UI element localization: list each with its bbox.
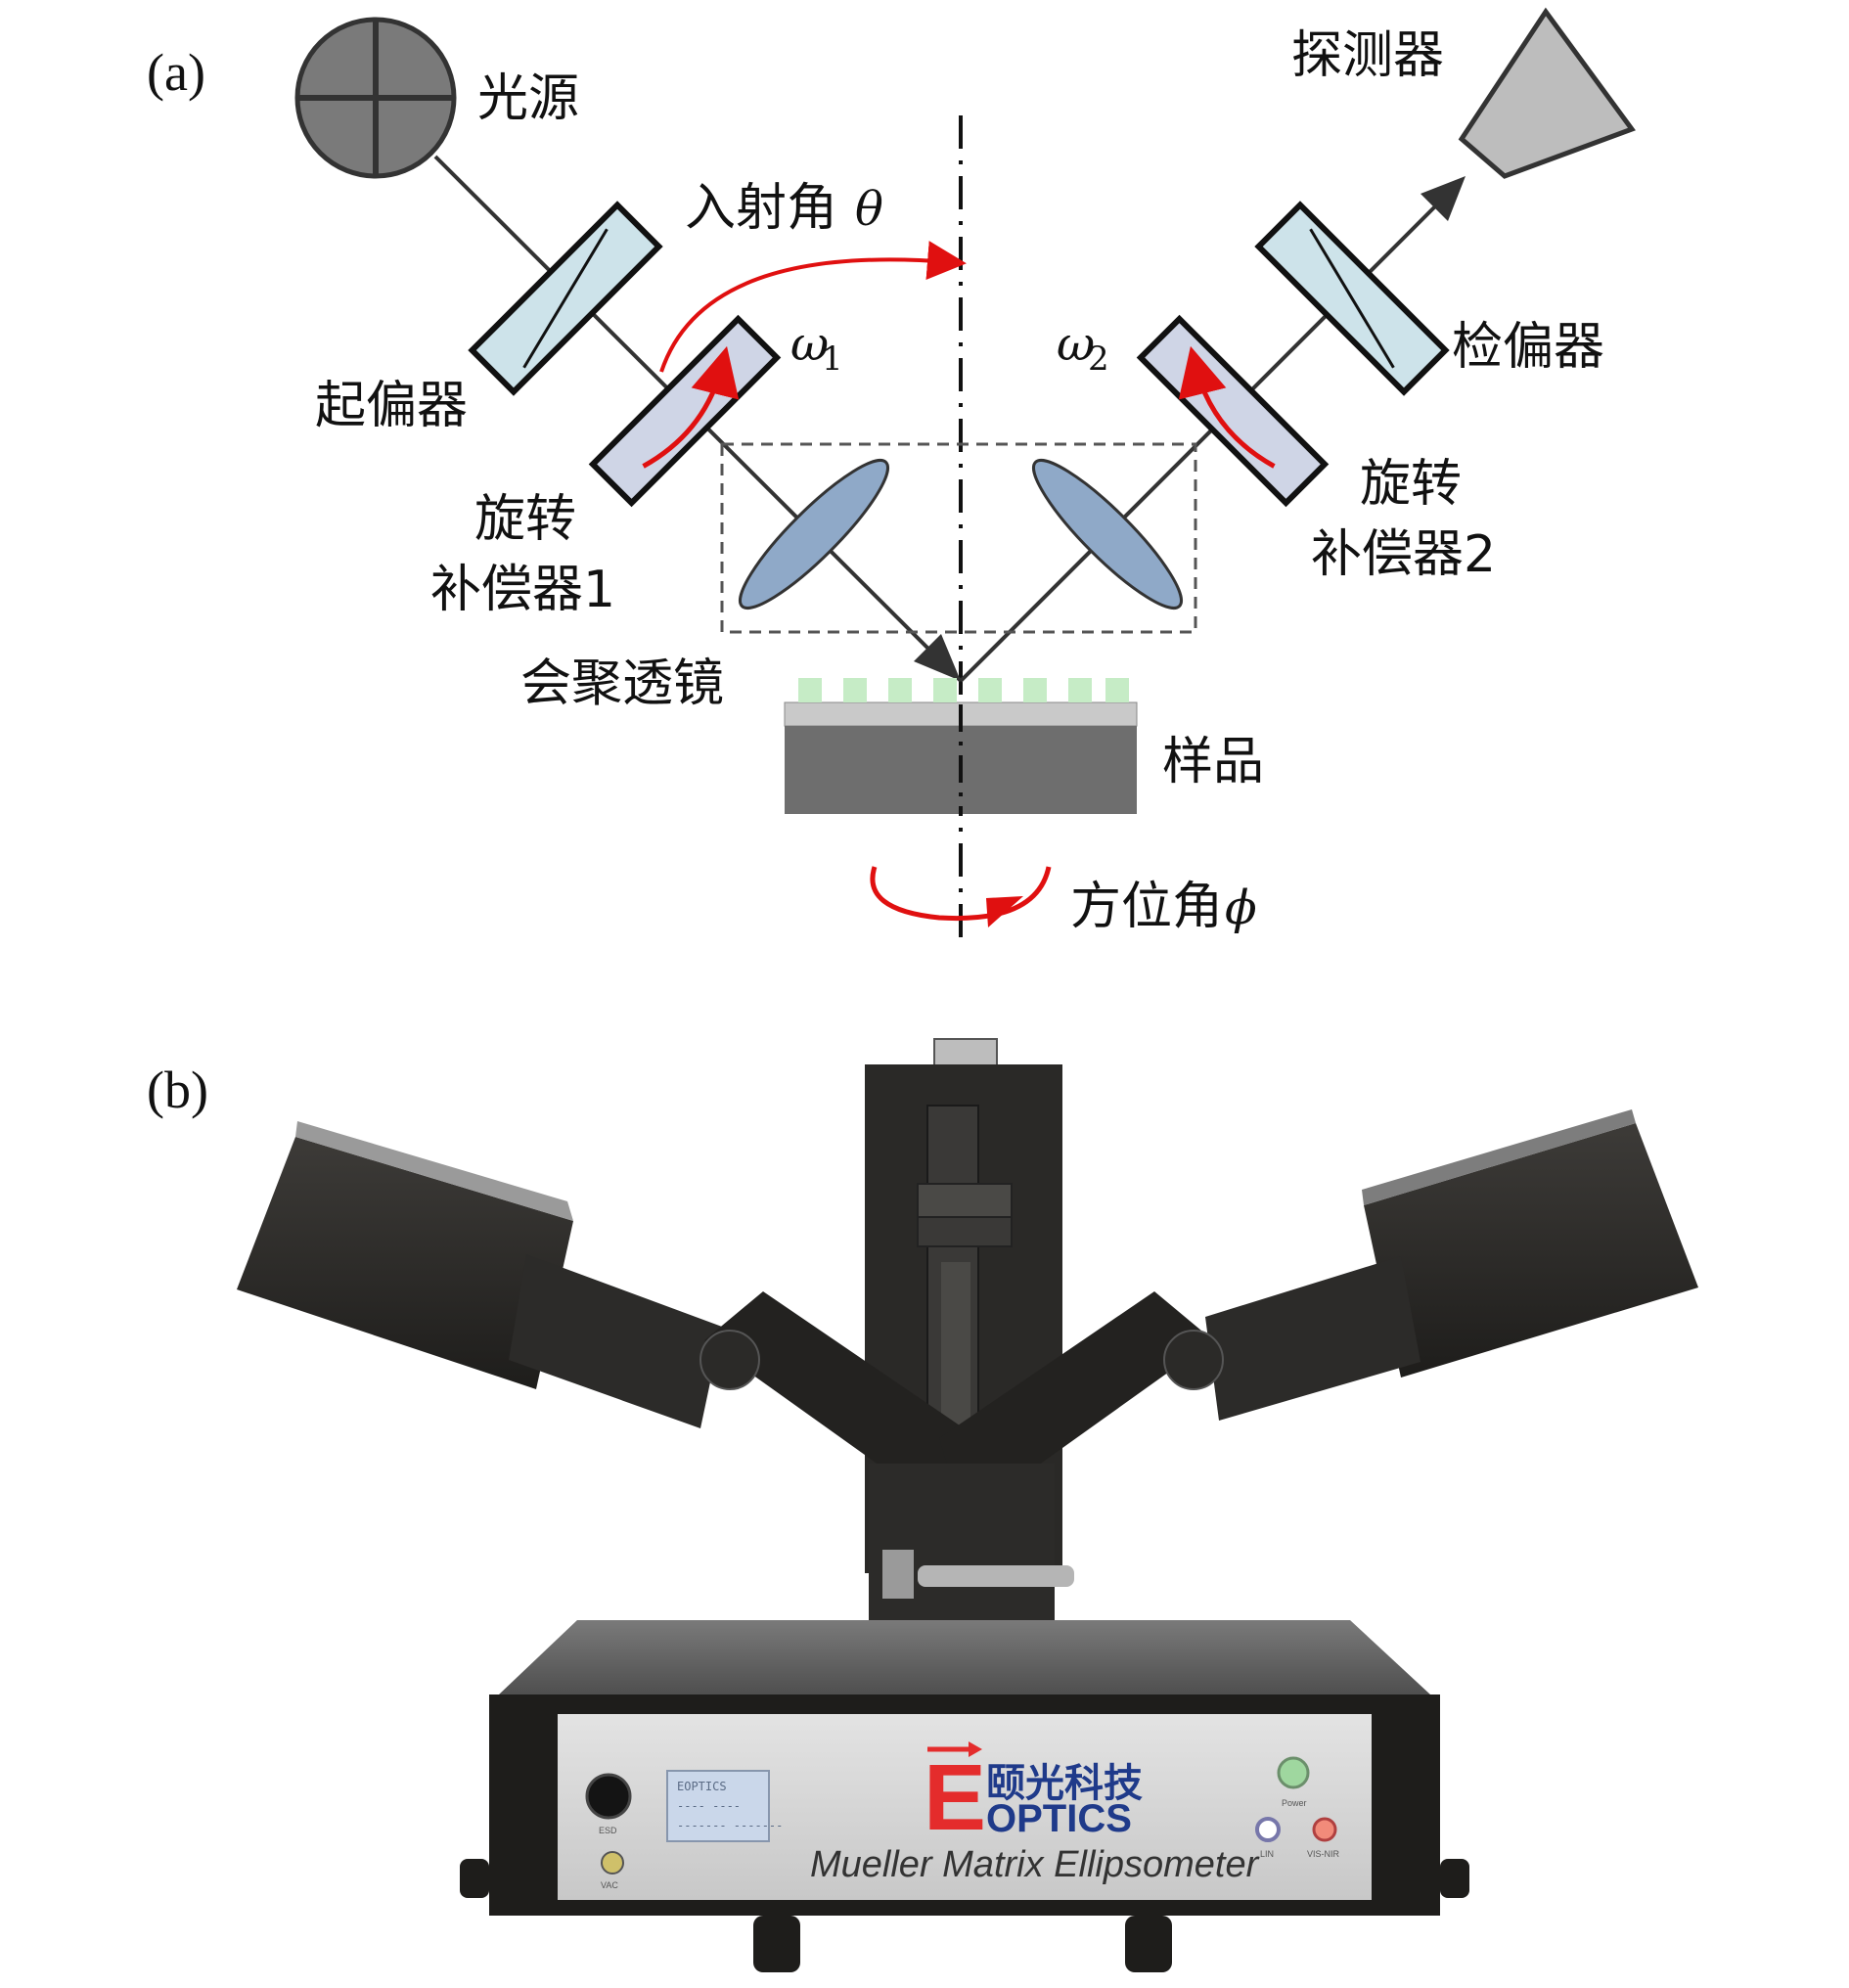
omega2-symbol: ω xyxy=(1057,317,1095,372)
left-arm xyxy=(237,1121,978,1487)
polarizer-label: 起偏器 xyxy=(315,377,468,435)
detector-label: 探测器 xyxy=(1291,26,1444,85)
led-lin-icon xyxy=(1255,1817,1281,1842)
incidence-angle-arc xyxy=(659,241,967,373)
panel-b-label: (b) xyxy=(147,1061,208,1119)
light-source-icon xyxy=(294,17,457,179)
compensator-1-label-line2: 补偿器1 xyxy=(430,561,615,619)
compensator-2-label-line1: 旋转 xyxy=(1360,455,1462,514)
compensator-2-icon xyxy=(1136,314,1330,508)
omega1-subscript: 1 xyxy=(822,339,843,379)
focusing-lens-box xyxy=(720,442,1197,634)
brand-name-english: OPTICS xyxy=(986,1797,1132,1840)
knob-label: ESD xyxy=(599,1826,617,1835)
analyzer-icon xyxy=(1254,201,1450,396)
panel-a-schematic: (a) 光源 探测器 起偏器 检偏器 xyxy=(147,7,1636,947)
incident-arrowhead xyxy=(914,634,961,681)
compensator-1-label-line1: 旋转 xyxy=(474,490,576,549)
compensator-1-icon xyxy=(588,314,782,508)
sample-label: 样品 xyxy=(1162,733,1264,791)
lcd-display: EOPTICS ---- ---- ------- ------- xyxy=(666,1770,783,1842)
led-vis-nir-label: VIS-NIR xyxy=(1307,1849,1340,1859)
eoptics-logo-icon: E xyxy=(924,1741,986,1850)
panel-a-label: (a) xyxy=(147,43,205,102)
panel-b-instrument: (b) xyxy=(147,1038,1698,1972)
omega1-symbol: ω xyxy=(790,317,829,372)
analyzer-label: 检偏器 xyxy=(1452,318,1604,377)
polarizer-icon xyxy=(468,201,663,396)
led-lin-label: LIN xyxy=(1260,1849,1274,1859)
lcd-line-1: EOPTICS xyxy=(677,1780,727,1793)
lcd-line-2: ---- ---- xyxy=(677,1799,741,1813)
azimuth-angle-arc xyxy=(870,866,1052,922)
omega2-subscript: 2 xyxy=(1088,339,1109,379)
product-name: Mueller Matrix Ellipsometer xyxy=(810,1844,1260,1885)
detector-icon xyxy=(1458,7,1636,179)
right-arm xyxy=(939,1109,1698,1487)
led-vis-nir-icon xyxy=(1312,1817,1337,1842)
reflected-arrowhead xyxy=(1421,176,1466,221)
base-top xyxy=(499,1620,1430,1694)
lcd-line-3: ------- ------- xyxy=(677,1819,783,1832)
front-panel xyxy=(460,1694,1469,1972)
light-source-label: 光源 xyxy=(477,69,579,128)
svg-text:E: E xyxy=(924,1745,986,1850)
incidence-angle-label: 入射角 xyxy=(685,179,837,238)
azimuth-arrowhead xyxy=(986,896,1023,927)
vac-port-icon xyxy=(601,1851,624,1875)
power-button-icon[interactable] xyxy=(1277,1756,1310,1789)
focusing-lens-label: 会聚透镜 xyxy=(520,655,724,713)
lens-right-icon xyxy=(1032,459,1183,610)
azimuth-angle-label: 方位角 xyxy=(1070,878,1223,936)
vac-port-label: VAC xyxy=(601,1880,618,1890)
azimuth-angle-symbol: ϕ xyxy=(1225,881,1257,935)
brand-name-chinese: 颐光科技 xyxy=(986,1761,1143,1806)
incidence-angle-symbol: θ xyxy=(855,182,883,237)
knob-icon[interactable] xyxy=(585,1773,632,1820)
lens-left-icon xyxy=(739,459,889,610)
compensator-2-label-line2: 补偿器2 xyxy=(1311,525,1496,584)
power-label: Power xyxy=(1282,1798,1307,1808)
